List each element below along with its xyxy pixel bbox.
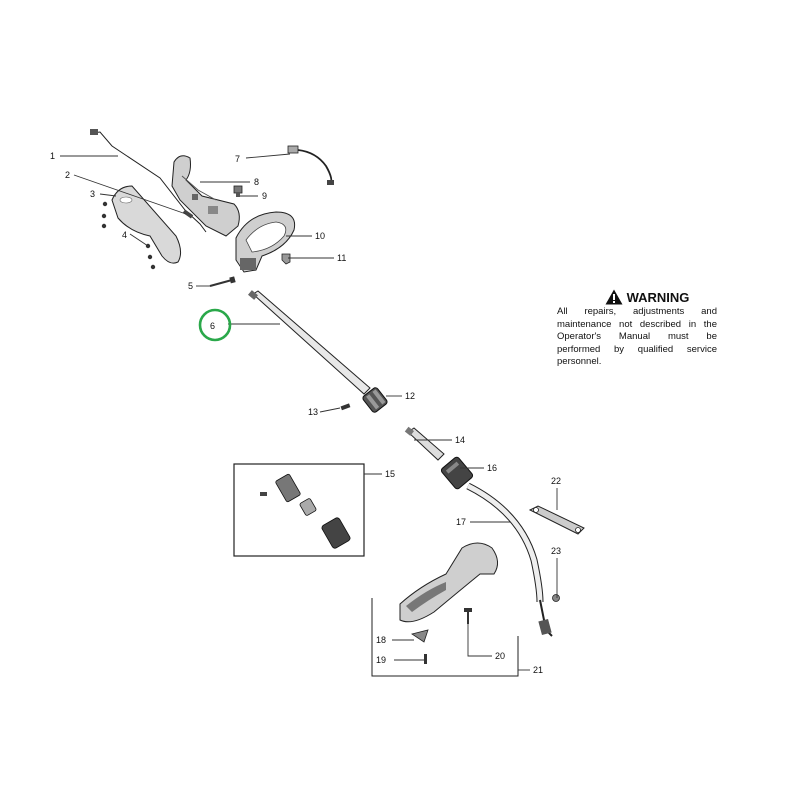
callout-10[interactable]: 10 (315, 231, 325, 241)
part-3-handle-half[interactable] (111, 185, 182, 264)
callout-23[interactable]: 23 (551, 546, 561, 556)
callout-13[interactable]: 13 (308, 407, 318, 417)
part-2-screw[interactable] (182, 209, 194, 219)
warning-notice: WARNING All repairs, adjustments and mai… (557, 289, 717, 369)
part-19-pin[interactable] (424, 654, 427, 664)
callout-12[interactable]: 12 (405, 391, 415, 401)
part-13-screw[interactable] (340, 403, 351, 411)
part-12-coupler[interactable] (362, 387, 388, 414)
callout-2[interactable]: 2 (65, 170, 70, 180)
part-7-wire[interactable] (287, 145, 334, 185)
leader-lines (60, 153, 558, 671)
callout-4[interactable]: 4 (122, 230, 127, 240)
part-11-bracket[interactable] (281, 253, 291, 265)
part-5-bolt[interactable] (209, 276, 236, 287)
callout-21[interactable]: 21 (533, 665, 543, 675)
callout-20[interactable]: 20 (495, 651, 505, 661)
part-22-bracket[interactable] (528, 505, 585, 535)
callout-1[interactable]: 1 (50, 151, 55, 161)
callout-14[interactable]: 14 (455, 435, 465, 445)
warning-title: WARNING (626, 289, 690, 305)
callout-8[interactable]: 8 (254, 177, 259, 187)
part-6-shaft-tube[interactable] (248, 290, 371, 395)
warning-triangle-icon (605, 289, 623, 305)
part-15-coupler-kit[interactable] (233, 463, 365, 557)
part-17-lower-tube[interactable] (466, 482, 553, 637)
part-21-guard[interactable] (399, 542, 498, 623)
part-20-screw[interactable] (464, 608, 472, 624)
callout-3[interactable]: 3 (90, 189, 95, 199)
callout-7[interactable]: 7 (235, 154, 240, 164)
callout-18[interactable]: 18 (376, 635, 386, 645)
part-8-handle-half[interactable] (171, 155, 240, 237)
warning-header: WARNING (577, 289, 717, 305)
callout-19[interactable]: 19 (376, 655, 386, 665)
part-10-loop-handle[interactable] (235, 211, 296, 273)
callout-6[interactable]: 6 (210, 321, 215, 331)
callout-22[interactable]: 22 (551, 476, 561, 486)
callout-15[interactable]: 15 (385, 469, 395, 479)
callout-9[interactable]: 9 (262, 191, 267, 201)
part-23-nut[interactable] (552, 594, 560, 602)
part-9-clip[interactable] (233, 185, 243, 197)
highlight-ring (198, 308, 232, 342)
callout-16[interactable]: 16 (487, 463, 497, 473)
callout-17[interactable]: 17 (456, 517, 466, 527)
callout-11[interactable]: 11 (337, 253, 346, 263)
warning-text: All repairs, adjustments and maintenance… (557, 306, 717, 367)
part-21-bracket-outline (371, 598, 519, 677)
part-4-screws[interactable] (101, 201, 156, 270)
part-1-throttle-cable[interactable] (90, 129, 207, 233)
part-18-knob[interactable] (411, 629, 429, 643)
callout-labels: 1 2 3 4 5 6 7 8 9 10 11 12 13 14 15 16 1… (50, 151, 561, 675)
callout-5[interactable]: 5 (188, 281, 193, 291)
part-14-shaft-end[interactable] (404, 426, 445, 461)
part-16-coupler[interactable] (440, 456, 474, 490)
